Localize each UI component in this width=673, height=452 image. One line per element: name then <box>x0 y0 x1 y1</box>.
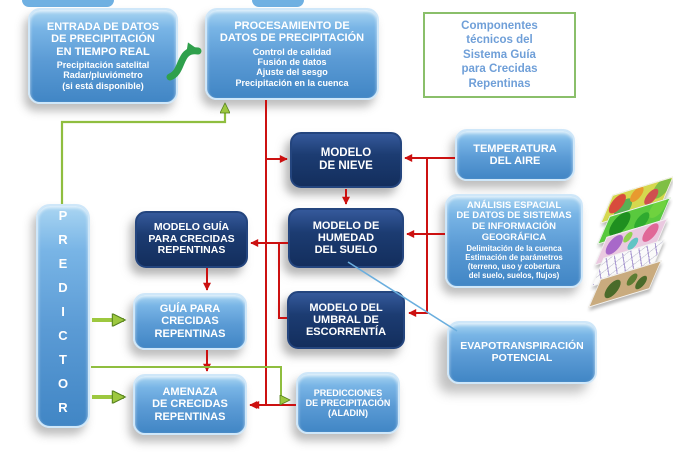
node-entrada-subtitle: Precipitación satelital Radar/pluviómetr… <box>56 59 150 91</box>
node-modelo-umbral-title: MODELO DEL UMBRAL DE ESCORRENTÍA <box>305 301 387 339</box>
gis-map-layers-icon <box>583 176 673 308</box>
node-modelo-humedad-title: MODELO DE HUMEDAD DEL SUELO <box>312 219 380 257</box>
node-gis-subtitle: Delimitación de la cuenca Estimación de … <box>465 244 563 281</box>
node-procesamiento-subtitle: Control de calidad Fusión de datos Ajust… <box>235 46 349 88</box>
node-gis-title: ANÁLISIS ESPACIAL DE DATOS DE SISTEMAS D… <box>456 199 572 243</box>
node-temperatura: TEMPERATURA DEL AIRE <box>455 129 575 181</box>
legend-box: Componentes técnicos del Sistema Guía pa… <box>423 12 576 98</box>
cropped-box-fragment-middle <box>252 0 304 7</box>
node-evapotranspiracion-title: EVAPOTRANSPIRACIÓN POTENCIAL <box>460 339 584 364</box>
node-procesamiento: PROCESAMIENTO DE DATOS DE PRECIPITACIÓN … <box>205 8 379 100</box>
node-amenaza: AMENAZA DE CRECIDAS REPENTINAS <box>133 374 247 435</box>
node-evapotranspiracion: EVAPOTRANSPIRACIÓN POTENCIAL <box>447 321 597 384</box>
node-modelo-guia-title: MODELO GUÍA PARA CRECIDAS REPENTINAS <box>148 220 235 257</box>
node-procesamiento-title: PROCESAMIENTO DE DATOS DE PRECIPITACIÓN <box>219 20 365 45</box>
node-guia: GUÍA PARA CRECIDAS REPENTINAS <box>133 293 247 350</box>
cropped-box-fragment-left <box>22 0 114 7</box>
node-entrada-title: ENTRADA DE DATOS DE PRECIPITACIÓN EN TIE… <box>46 21 160 58</box>
node-entrada-datos: ENTRADA DE DATOS DE PRECIPITACIÓN EN TIE… <box>28 8 178 104</box>
node-guia-title: GUÍA PARA CRECIDAS REPENTINAS <box>154 303 226 340</box>
node-predictor-title: PREDICTOR <box>55 208 71 424</box>
node-temperatura-title: TEMPERATURA DEL AIRE <box>473 142 557 167</box>
node-modelo-humedad: MODELO DE HUMEDAD DEL SUELO <box>288 208 404 268</box>
node-gis: ANÁLISIS ESPACIAL DE DATOS DE SISTEMAS D… <box>445 194 583 288</box>
node-predicciones-title: PREDICCIONES DE PRECIPITACIÓN (ALADIN) <box>305 387 391 419</box>
node-modelo-umbral: MODELO DEL UMBRAL DE ESCORRENTÍA <box>287 291 405 349</box>
node-modelo-nieve-title: MODELO DE NIEVE <box>319 147 373 172</box>
node-modelo-guia: MODELO GUÍA PARA CRECIDAS REPENTINAS <box>135 211 248 268</box>
legend-text: Componentes técnicos del Sistema Guía pa… <box>461 20 538 90</box>
node-predicciones: PREDICCIONES DE PRECIPITACIÓN (ALADIN) <box>296 372 400 434</box>
arrow-predictor-to-procesamiento <box>60 104 225 204</box>
line-umbral-to-modelo-guia <box>278 243 287 319</box>
node-amenaza-title: AMENAZA DE CRECIDAS REPENTINAS <box>152 386 228 423</box>
node-modelo-nieve: MODELO DE NIEVE <box>290 132 402 188</box>
arrow-procesamiento-to-amenaza <box>249 100 267 409</box>
node-predictor: PREDICTOR <box>36 204 90 428</box>
arrow-gis-to-umbral <box>408 158 428 317</box>
